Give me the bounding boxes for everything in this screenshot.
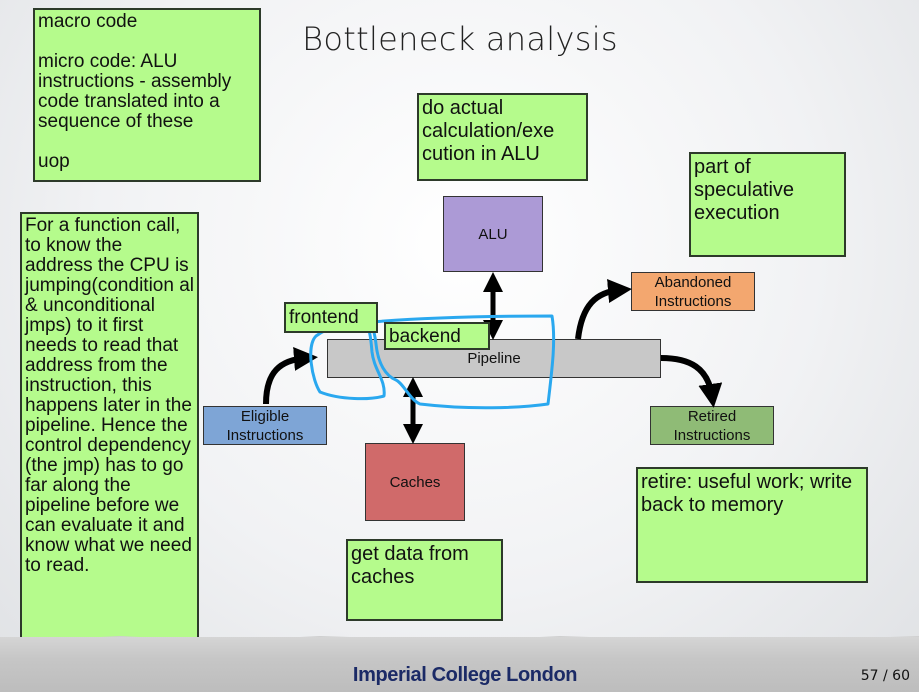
retired-instructions-box: Retired Instructions bbox=[650, 406, 774, 445]
imperial-college-logo: Imperial College London bbox=[352, 664, 578, 686]
macro-code-note: macro code micro code: ALU instructions … bbox=[33, 8, 261, 182]
pipeline-to-retired-arrow bbox=[660, 355, 723, 408]
backend-annotation-stroke bbox=[370, 314, 556, 410]
eligible-to-pipeline-arrow bbox=[263, 346, 318, 405]
abandoned-instructions-label: Abandoned Instructions bbox=[654, 273, 732, 310]
backend-note: backend bbox=[384, 322, 490, 350]
caches-note: get data from caches bbox=[346, 539, 503, 621]
eligible-instructions-box: Eligible Instructions bbox=[203, 406, 327, 445]
frontend-note: frontend bbox=[284, 302, 378, 333]
alu-label: ALU bbox=[478, 225, 508, 243]
eligible-instructions-label: Eligible Instructions bbox=[226, 407, 304, 444]
retired-instructions-label: Retired Instructions bbox=[673, 407, 751, 444]
speculative-note: part of speculative execution bbox=[689, 152, 846, 257]
pipeline-box: Pipeline bbox=[327, 339, 661, 378]
alu-note: do actual calculation/exe cution in ALU bbox=[417, 93, 588, 181]
slide-footer bbox=[0, 637, 919, 692]
slide-title: Bottleneck analysis bbox=[302, 20, 618, 58]
abandoned-instructions-box: Abandoned Instructions bbox=[631, 272, 755, 311]
caches-label: Caches bbox=[389, 473, 441, 491]
pipeline-label: Pipeline bbox=[467, 350, 521, 367]
pipeline-to-abandoned-arrow bbox=[575, 279, 632, 340]
retire-note: retire: useful work; write back to memor… bbox=[636, 467, 868, 583]
alu-box: ALU bbox=[443, 196, 543, 272]
function-call-note: For a function call, to know the address… bbox=[20, 212, 199, 672]
page-number: 57 / 60 bbox=[860, 668, 910, 684]
